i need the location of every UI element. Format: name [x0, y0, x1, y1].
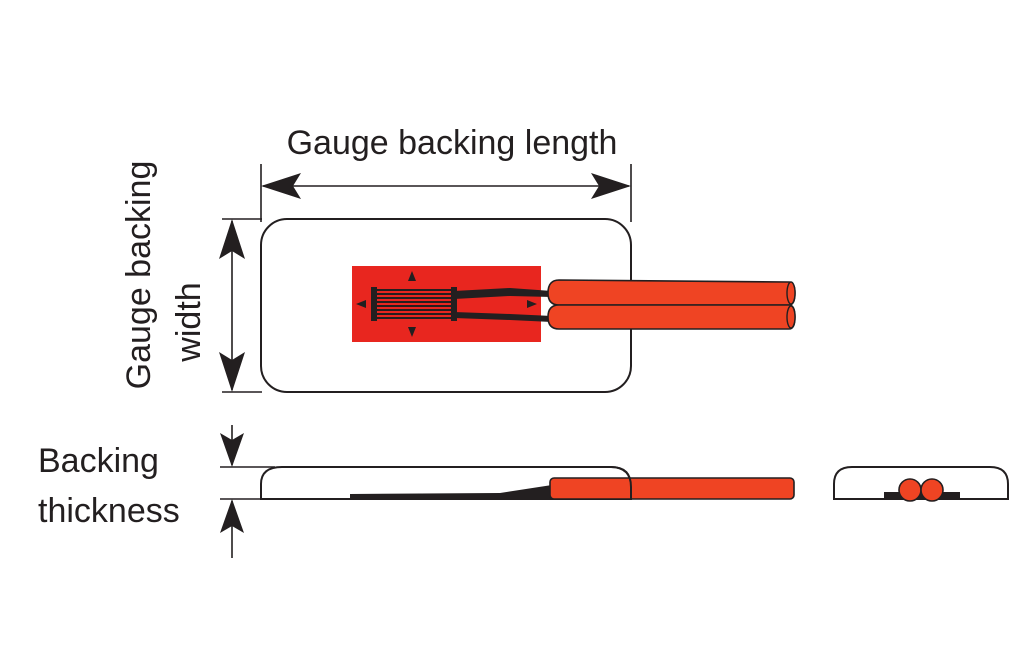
lead-wire-upper: [547, 279, 796, 306]
thickness-arrowhead-upper: [220, 433, 244, 467]
lead-wire-end-left: [898, 478, 922, 502]
lead-wire-end-right: [920, 478, 944, 502]
lead-wire-lower: [547, 304, 796, 330]
width-arrowhead-top: [219, 219, 245, 259]
backing-thickness-label-line1: Backing: [38, 442, 159, 480]
wire-end-upper: [786, 281, 796, 305]
gauge-backing-end-view: [833, 466, 1009, 500]
grid-end-tab-right: [451, 287, 457, 321]
backing-width-label-line2: width: [170, 282, 208, 362]
thickness-dimension: [220, 425, 275, 558]
length-arrowhead-right: [591, 173, 631, 199]
width-dimension: [219, 218, 262, 393]
backing-thickness-label-line2: thickness: [38, 492, 180, 530]
alignment-mark-right: [527, 300, 537, 308]
alignment-mark-left: [356, 300, 366, 308]
alignment-mark-top: [408, 271, 416, 281]
lead-wire-side-view: [549, 477, 795, 500]
alignment-mark-bottom: [408, 327, 416, 337]
backing-width-label-line1: Gauge backing: [120, 161, 158, 390]
grid-pad: [352, 266, 541, 342]
grid-end-tab-left: [371, 287, 377, 321]
backing-length-label: Gauge backing length: [287, 124, 618, 162]
lead-wires-top-view: [547, 279, 796, 330]
gauge-grid: [352, 266, 552, 342]
solder-lead-lower: [454, 312, 552, 322]
grid-side-view: [350, 485, 552, 499]
thickness-arrowhead-lower: [220, 499, 244, 533]
backing-side-view-edge: [610, 466, 632, 499]
backing-width-label: Gauge backing width: [120, 161, 208, 390]
length-dimension: [260, 164, 632, 222]
wire-end-lower: [786, 305, 796, 329]
length-arrowhead-left: [261, 173, 301, 199]
solder-lead-upper: [454, 288, 552, 299]
width-arrowhead-bottom: [219, 352, 245, 392]
